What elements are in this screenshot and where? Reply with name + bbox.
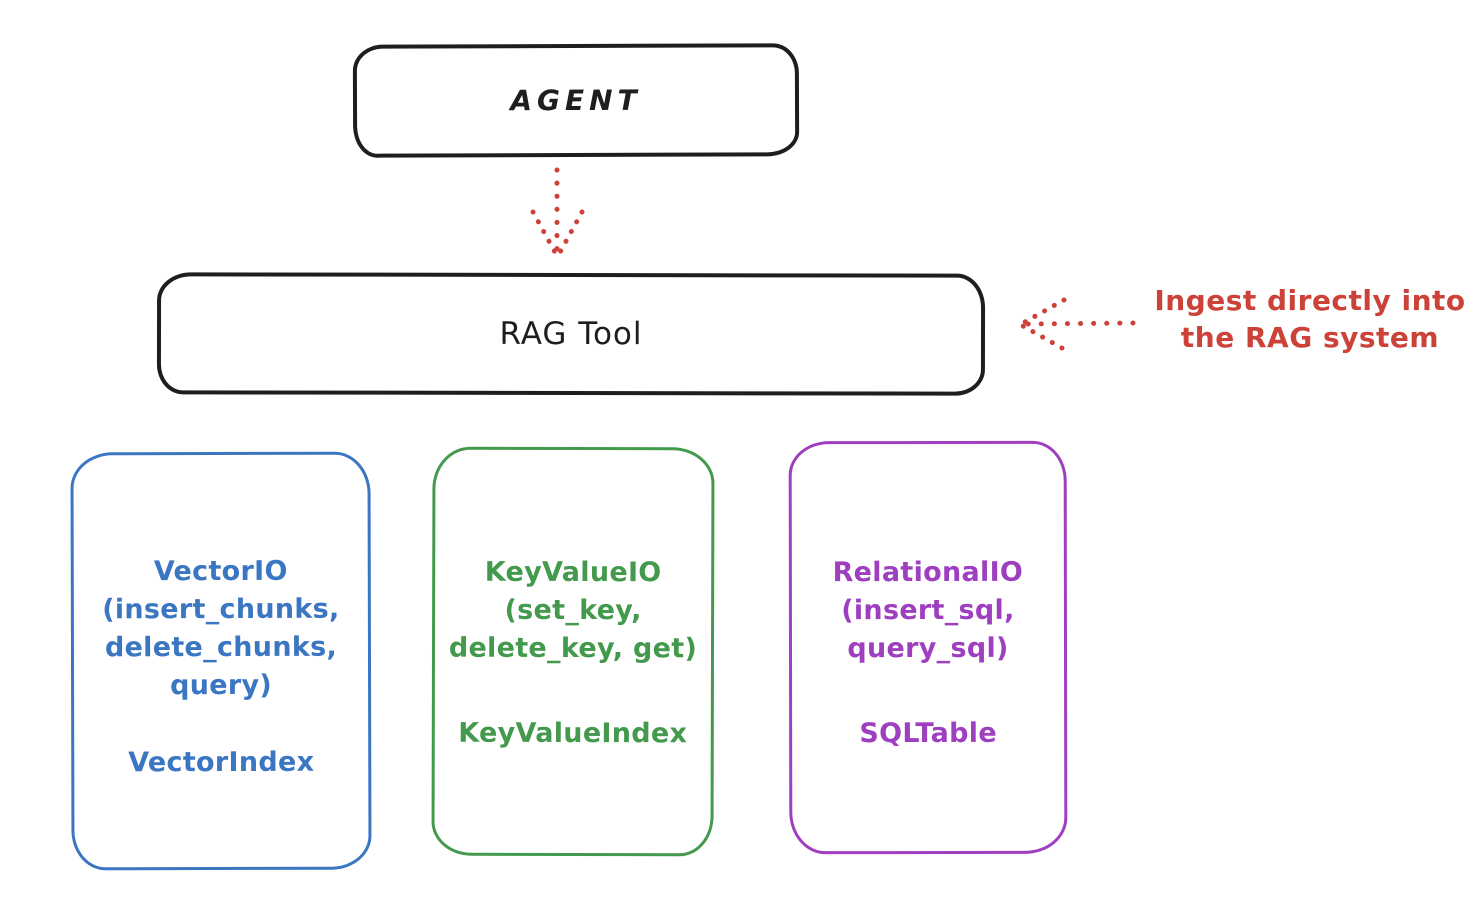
relational-io-line: RelationalIO [832,556,1024,589]
relational-io-line: query_sql) [847,632,1009,665]
vector-index-label: VectorIndex [128,746,315,779]
key-value-io-line: (set_key, [504,594,642,627]
rag-tool-node: RAG Tool [156,272,986,396]
vector-io-line: query) [170,669,273,702]
ingest-annotation: Ingest directly into the RAG system [1140,282,1480,356]
agent-label: AGENT [510,83,642,118]
vector-io-line: VectorIO [153,555,288,588]
relational-io-line: (insert_sql, [841,594,1015,627]
agent-node: AGENT [352,43,800,158]
ingest-annotation-arrow [1020,297,1136,351]
agent-to-ragtool-arrow [530,167,585,257]
key-value-io-node: KeyValueIO (set_key, delete_key, get) Ke… [431,446,715,857]
relational-io-node: RelationalIO (insert_sql, query_sql) SQL… [788,440,1068,855]
vector-io-text: VectorIO (insert_chunks, delete_chunks, … [102,553,340,706]
key-value-index-label: KeyValueIndex [458,717,688,750]
ingest-annotation-line2: the RAG system [1180,321,1440,354]
relational-io-text: RelationalIO (insert_sql, query_sql) [833,554,1024,668]
ingest-annotation-line1: Ingest directly into [1154,284,1466,317]
key-value-io-line: delete_key, get) [448,632,698,665]
sql-table-label: SQLTable [859,717,997,750]
vector-io-line: delete_chunks, [104,631,338,664]
key-value-io-text: KeyValueIO (set_key, delete_key, get) [449,554,698,669]
key-value-io-line: KeyValueIO [484,556,662,589]
rag-tool-label: RAG Tool [499,315,643,353]
vector-io-node: VectorIO (insert_chunks, delete_chunks, … [70,451,372,871]
vector-io-line: (insert_chunks, [102,593,340,626]
